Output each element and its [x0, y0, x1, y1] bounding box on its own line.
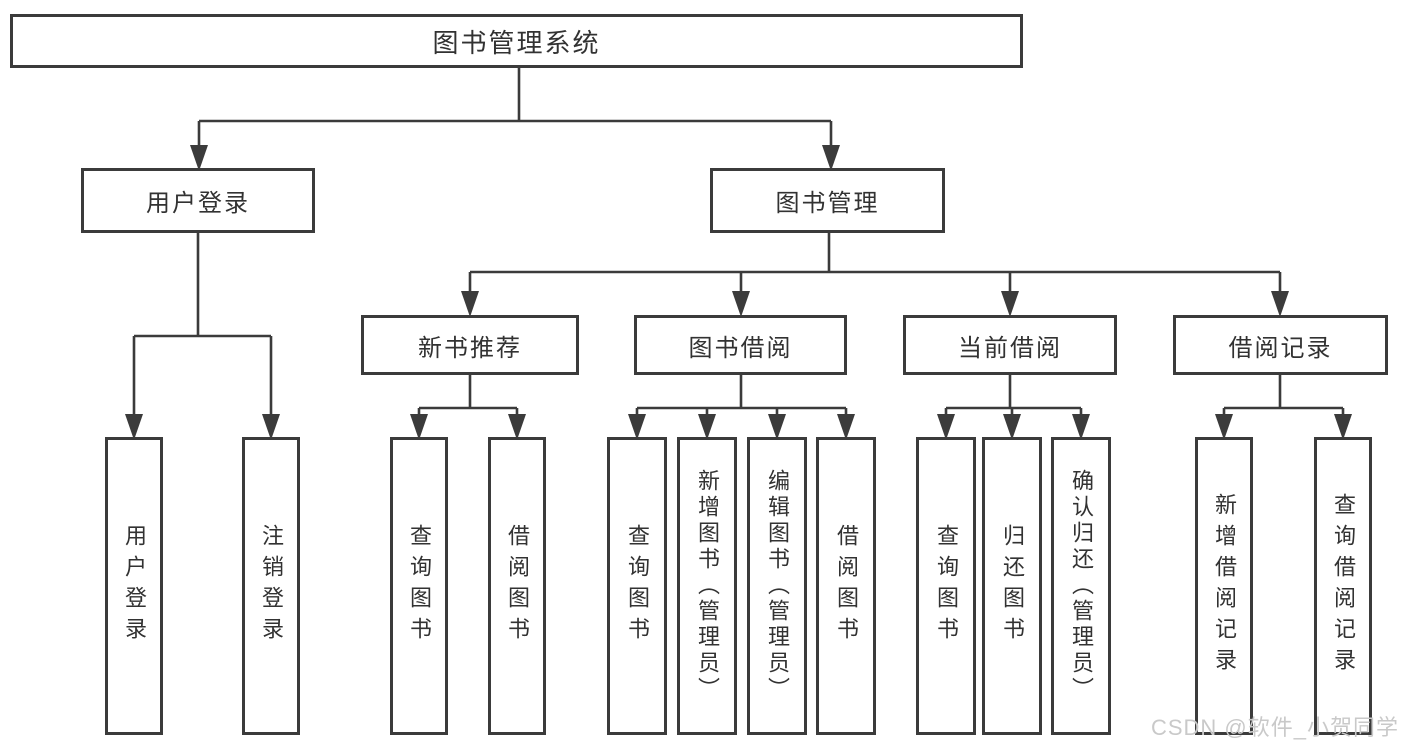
- node-leaf-logout-login: 注销登录: [242, 437, 300, 735]
- node-leaf-edit-books-admin: 编辑图书（管理员）: [747, 437, 807, 735]
- arrowhead: [461, 291, 479, 317]
- node-label: 编辑图书（管理员）: [765, 469, 790, 703]
- node-leaf-add-books-admin: 新增图书（管理员）: [677, 437, 737, 735]
- node-leaf-user-login: 用户登录: [105, 437, 163, 735]
- arrowhead: [1003, 414, 1021, 440]
- node-leaf-borrow-books: 借阅图书: [816, 437, 876, 735]
- node-label: 查询借阅记录: [1331, 493, 1356, 679]
- arrowhead: [125, 414, 143, 440]
- arrowhead: [768, 414, 786, 440]
- node-label: 查询图书: [625, 524, 650, 648]
- node-leaf-query-books-recommend: 查询图书: [390, 437, 448, 735]
- arrowhead: [628, 414, 646, 440]
- node-label: 图书管理系统: [432, 27, 601, 58]
- node-label: 图书管理: [775, 190, 880, 217]
- arrowhead: [508, 414, 526, 440]
- csdn-watermark: CSDN @软件_小贺同学: [1150, 715, 1399, 740]
- node-label: 查询图书: [407, 524, 432, 648]
- node-book-management-system: 图书管理系统: [10, 14, 1023, 68]
- node-label: 查询图书: [934, 524, 959, 648]
- arrowhead: [1271, 291, 1289, 317]
- arrowhead: [410, 414, 428, 440]
- node-leaf-query-borrow-record: 查询借阅记录: [1314, 437, 1372, 735]
- arrowhead: [732, 291, 750, 317]
- node-label: 图书借阅: [688, 334, 793, 362]
- node-leaf-query-books-current: 查询图书: [916, 437, 976, 735]
- node-borrowing-records: 借阅记录: [1173, 315, 1388, 375]
- arrowhead: [937, 414, 955, 440]
- node-current-borrowing: 当前借阅: [903, 315, 1117, 375]
- node-label: 借阅记录: [1228, 334, 1333, 362]
- arrowhead: [698, 414, 716, 440]
- node-label: 归还图书: [1000, 524, 1025, 648]
- node-label: 新增借阅记录: [1212, 493, 1237, 679]
- node-user-login: 用户登录: [81, 168, 315, 233]
- node-label: 用户登录: [122, 524, 147, 648]
- node-leaf-add-borrow-record: 新增借阅记录: [1195, 437, 1253, 735]
- node-book-management: 图书管理: [710, 168, 945, 233]
- arrowhead: [1072, 414, 1090, 440]
- node-book-borrowing: 图书借阅: [634, 315, 847, 375]
- arrowhead: [1001, 291, 1019, 317]
- node-leaf-borrow-books-recommend: 借阅图书: [488, 437, 546, 735]
- node-leaf-confirm-return-admin: 确认归还（管理员）: [1051, 437, 1111, 735]
- node-label: 当前借阅: [958, 334, 1062, 362]
- node-leaf-query-books-borrowing: 查询图书: [607, 437, 667, 735]
- arrowhead: [262, 414, 280, 440]
- node-new-book-recommendation: 新书推荐: [361, 315, 579, 375]
- node-label: 新书推荐: [418, 334, 522, 362]
- node-label: 借阅图书: [505, 524, 530, 648]
- node-leaf-return-books: 归还图书: [982, 437, 1042, 735]
- arrowhead: [1334, 414, 1352, 440]
- node-label: 注销登录: [259, 524, 284, 648]
- node-label: 用户登录: [146, 190, 250, 217]
- arrowhead: [837, 414, 855, 440]
- arrowhead: [822, 145, 840, 171]
- node-label: 新增图书（管理员）: [695, 469, 720, 703]
- node-label: 确认归还（管理员）: [1069, 469, 1094, 703]
- arrowhead: [190, 145, 208, 171]
- arrowhead: [1215, 414, 1233, 440]
- node-label: 借阅图书: [834, 524, 859, 648]
